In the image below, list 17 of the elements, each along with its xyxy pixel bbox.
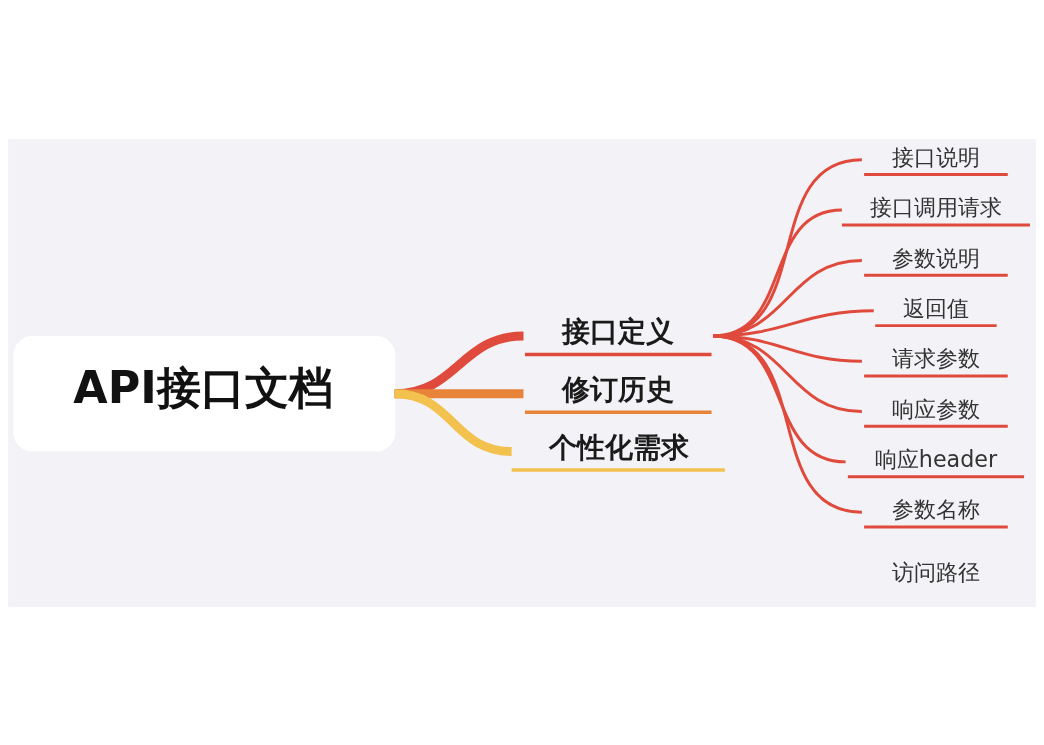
node-text: 参数说明: [891, 244, 980, 271]
node-text: 接口定义: [561, 314, 674, 348]
node-text: 个性化需求: [548, 430, 689, 464]
node-text: 接口说明: [891, 143, 980, 170]
connector: [712, 334, 862, 413]
label: 访问路径: [891, 558, 980, 585]
connector: [713, 334, 862, 363]
node-text: 响应header: [874, 445, 998, 472]
node-text: 接口调用请求: [869, 193, 1002, 220]
node-text: 响应参数: [891, 395, 980, 422]
node-text: 请求参数: [891, 344, 980, 371]
connector: [712, 334, 863, 514]
node-box: API接口文档: [13, 335, 396, 451]
node-text: 修订历史: [561, 372, 674, 406]
node-text: 返回值: [902, 294, 969, 321]
node-text: 参数名称: [891, 495, 980, 522]
connector: [394, 388, 512, 456]
